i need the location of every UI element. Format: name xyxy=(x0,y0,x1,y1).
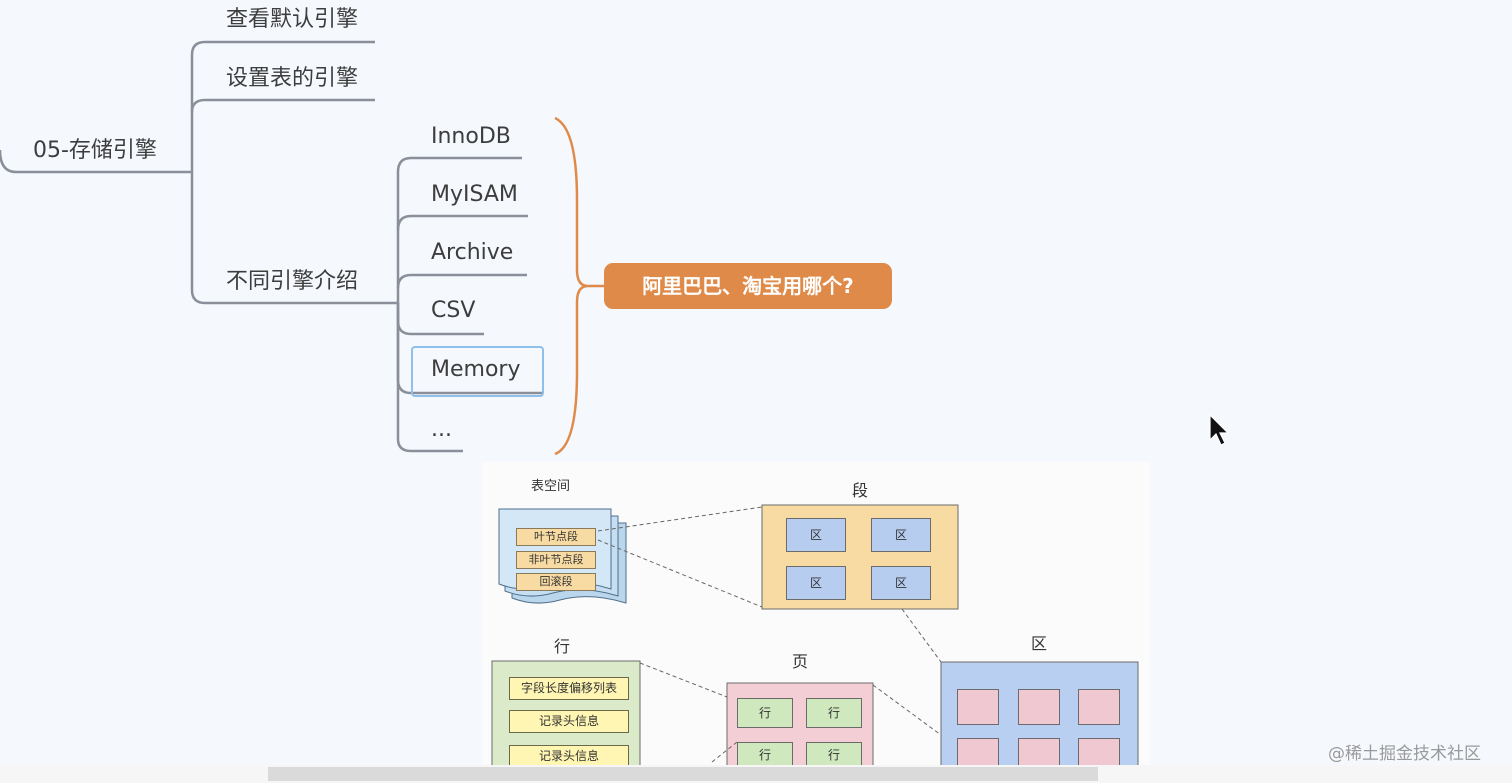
extent-cell: 区 xyxy=(871,518,931,552)
engine-archive[interactable]: Archive xyxy=(431,240,514,265)
branch-view-default-engine[interactable]: 查看默认引擎 xyxy=(226,7,359,32)
page-cell xyxy=(1018,738,1060,768)
page-cell xyxy=(1078,689,1120,725)
page-cell xyxy=(957,689,999,725)
root-connector xyxy=(0,149,192,174)
tablespace-label: 表空间 xyxy=(531,479,571,494)
branch-connector-3 xyxy=(190,172,395,305)
summary-callout[interactable]: 阿里巴巴、淘宝用哪个? xyxy=(604,263,892,309)
extent-cell: 区 xyxy=(786,518,846,552)
branch-engine-intro[interactable]: 不同引擎介绍 xyxy=(226,269,359,294)
row-field-header: 记录头信息 xyxy=(509,710,629,733)
link-segment-top xyxy=(597,506,763,532)
extent-cell: 区 xyxy=(786,566,846,600)
engine-connector-3 xyxy=(396,273,527,289)
page-cell xyxy=(1078,738,1120,768)
row-field-offset-list: 字段长度偏移列表 xyxy=(509,677,629,700)
watermark: @稀土掘金技术社区 xyxy=(1328,744,1481,764)
horizontal-scrollbar[interactable] xyxy=(0,765,1512,783)
branch-connector-2 xyxy=(190,98,375,113)
link-extent xyxy=(901,608,942,663)
branch-trunk xyxy=(190,40,375,172)
link-row-page xyxy=(639,662,728,698)
row-cell: 行 xyxy=(806,742,862,768)
link-row-page-bottom xyxy=(711,741,738,763)
engine-memory[interactable]: Memory xyxy=(431,357,521,382)
segment-leaf: 叶节点段 xyxy=(516,528,596,546)
page-cell xyxy=(957,738,999,768)
engine-trunk xyxy=(395,156,522,305)
branch-set-table-engine[interactable]: 设置表的引擎 xyxy=(226,66,359,91)
engine-connector-2 xyxy=(396,214,528,231)
scrollbar-thumb[interactable] xyxy=(268,767,1098,781)
extent-cell: 区 xyxy=(871,566,931,600)
page-label: 页 xyxy=(792,652,809,671)
engine-connector-6 xyxy=(396,303,463,453)
extent-label: 区 xyxy=(1031,634,1048,653)
row-cell: 行 xyxy=(806,698,862,728)
link-page-extent xyxy=(872,684,942,736)
selection-highlight xyxy=(411,346,544,397)
engine-more[interactable]: ... xyxy=(431,417,452,442)
engine-csv[interactable]: CSV xyxy=(431,298,476,323)
page-cell xyxy=(1018,689,1060,725)
segment-rollback: 回滚段 xyxy=(516,573,596,591)
engine-myisam[interactable]: MyISAM xyxy=(431,182,518,207)
segment-label: 段 xyxy=(852,481,869,500)
root-node[interactable]: 05-存储引擎 xyxy=(33,138,157,163)
engine-innodb[interactable]: InnoDB xyxy=(431,124,511,149)
row-cell: 行 xyxy=(737,698,793,728)
arrow-cursor-icon xyxy=(1208,413,1230,452)
row-label: 行 xyxy=(554,637,571,656)
segment-nonleaf: 非叶节点段 xyxy=(516,551,596,569)
link-segment-bottom xyxy=(597,539,763,608)
